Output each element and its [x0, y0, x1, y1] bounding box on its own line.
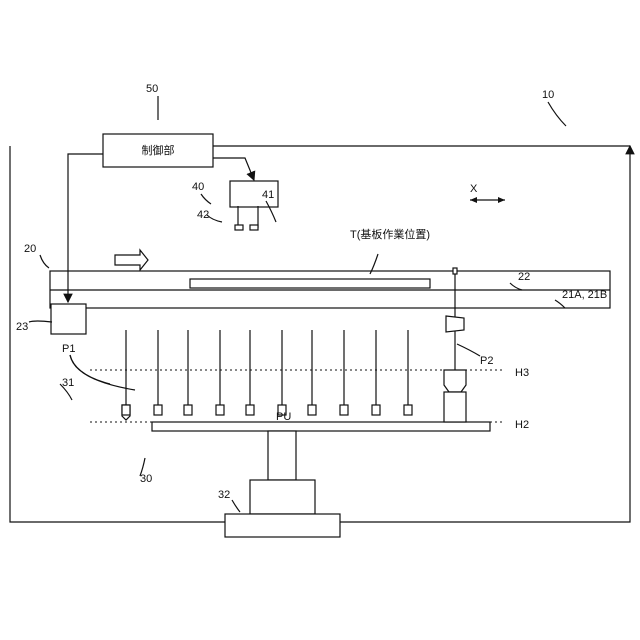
leader-10	[548, 102, 566, 126]
label-p2: P2	[480, 355, 493, 367]
label-h3: H3	[515, 367, 529, 379]
p1-nozzle	[372, 330, 380, 415]
unit-42	[235, 225, 243, 230]
label-h2: H2	[515, 419, 529, 431]
ref-40: 40	[192, 181, 204, 193]
ref-10: 10	[542, 89, 554, 101]
leader-23	[29, 321, 52, 322]
p1-nozzle	[308, 330, 316, 415]
p1-nozzle	[122, 330, 130, 420]
leader-42	[207, 215, 222, 222]
ref-20: 20	[24, 243, 36, 255]
ref-50: 50	[146, 83, 158, 95]
ref-32: 32	[218, 489, 230, 501]
p1-nozzle	[154, 330, 162, 415]
p1-nozzle	[404, 330, 412, 415]
unit-41	[250, 225, 258, 230]
label-p1: P1	[62, 343, 75, 355]
p1-nozzle	[340, 330, 348, 415]
label-pu: PU	[276, 411, 291, 423]
head-23	[51, 304, 86, 334]
ref-42: 42	[197, 209, 209, 221]
p1-nozzle	[246, 330, 254, 415]
p1-nozzle	[184, 330, 192, 415]
p1-nozzle	[216, 330, 224, 415]
leader-32	[232, 500, 240, 512]
ref-23: 23	[16, 321, 28, 333]
leader-p2	[457, 344, 480, 356]
ref-22: 22	[518, 271, 530, 283]
unit-32-base	[225, 514, 340, 537]
system-boundary	[10, 146, 630, 522]
unit-32	[225, 431, 340, 537]
leader-20	[40, 255, 49, 268]
label-x: X	[470, 183, 478, 195]
label-workpos: T(基板作業位置)	[350, 227, 430, 241]
controller-label: 制御部	[142, 143, 175, 157]
p1-nozzle-pu	[278, 330, 286, 415]
ref-41: 41	[262, 189, 274, 201]
leader-p1b	[70, 355, 135, 390]
controller-to-unit40-wire	[213, 158, 254, 180]
leader-40	[201, 194, 211, 204]
p1-nozzle-group	[122, 330, 412, 420]
substrate-board	[190, 279, 430, 288]
mounting-head-31	[152, 422, 490, 431]
unit-32-shaft	[268, 431, 296, 480]
ref-31: 31	[62, 377, 74, 389]
ref-21: 21A, 21B	[562, 289, 607, 301]
feed-direction-arrow	[115, 250, 148, 270]
controller-50: 制御部	[103, 134, 213, 167]
unit-32-body	[250, 480, 315, 514]
ref-30: 30	[140, 473, 152, 485]
